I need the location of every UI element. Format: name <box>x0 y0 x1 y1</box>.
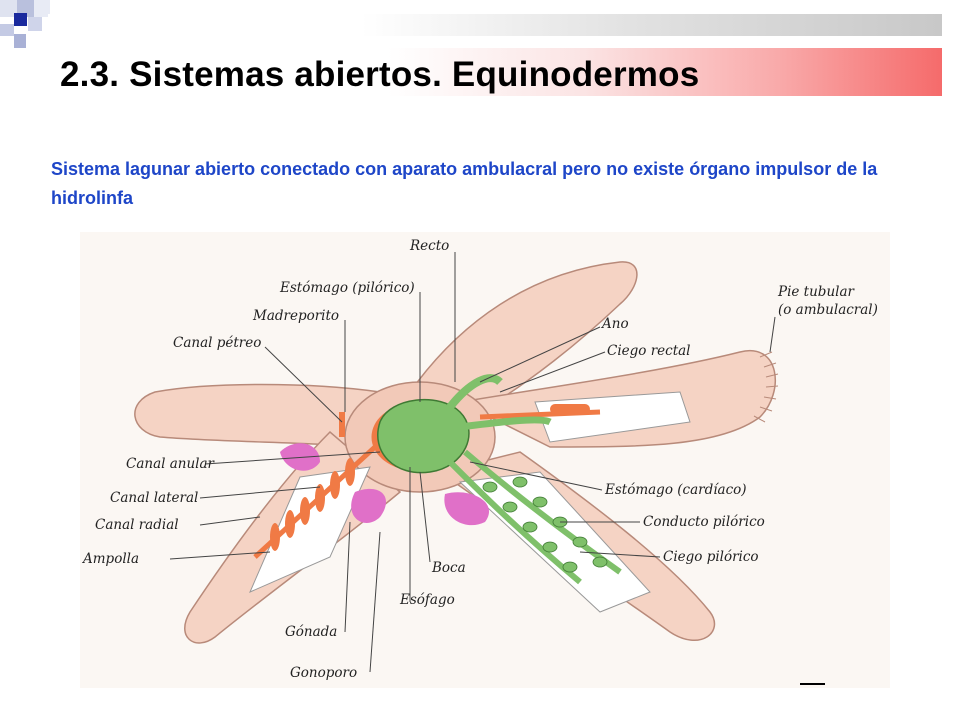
gonads <box>280 443 490 526</box>
label-conducto-pilorico: Conducto pilórico <box>643 514 765 530</box>
diagram-labels: Recto Estómago (pilórico) Madreporito Ca… <box>81 238 878 681</box>
label-canal-petreo: Canal pétreo <box>173 335 261 351</box>
label-boca: Boca <box>431 560 466 576</box>
label-ampolla: Ampolla <box>81 551 139 567</box>
tube-feet-fringe <box>753 351 779 423</box>
leader-lines <box>169 252 776 673</box>
starfish-illustration: Recto Estómago (pilórico) Madreporito Ca… <box>81 238 878 681</box>
bottom-mark <box>800 683 825 685</box>
decorative-squares <box>0 0 50 48</box>
slide-title: 2.3. Sistemas abiertos. Equinodermos <box>60 55 700 94</box>
label-canal-radial: Canal radial <box>95 517 179 533</box>
starfish-diagram: Recto Estómago (pilórico) Madreporito Ca… <box>80 232 890 688</box>
top-decor-bar <box>48 14 942 36</box>
label-madreporito: Madreporito <box>252 308 339 324</box>
label-estomago-pilorico: Estómago (pilórico) <box>279 280 415 296</box>
label-pie-tubular-1: Pie tubular <box>777 284 856 300</box>
label-ciego-rectal: Ciego rectal <box>607 343 691 359</box>
label-pie-tubular-2: (o ambulacral) <box>778 302 878 318</box>
label-gonada: Gónada <box>285 624 337 640</box>
title-bar <box>48 48 942 96</box>
label-recto: Recto <box>409 238 449 254</box>
label-estomago-cardiaco: Estómago (cardíaco) <box>604 482 747 498</box>
label-canal-anular: Canal anular <box>126 456 216 472</box>
label-ano: Ano <box>600 316 629 332</box>
label-gonoporo: Gonoporo <box>290 665 357 681</box>
label-canal-lateral: Canal lateral <box>110 490 198 506</box>
label-ciego-pilorico: Ciego pilórico <box>663 549 759 565</box>
slide-subtitle: Sistema lagunar abierto conectado con ap… <box>51 159 878 208</box>
label-esofago: Esófago <box>399 592 455 608</box>
